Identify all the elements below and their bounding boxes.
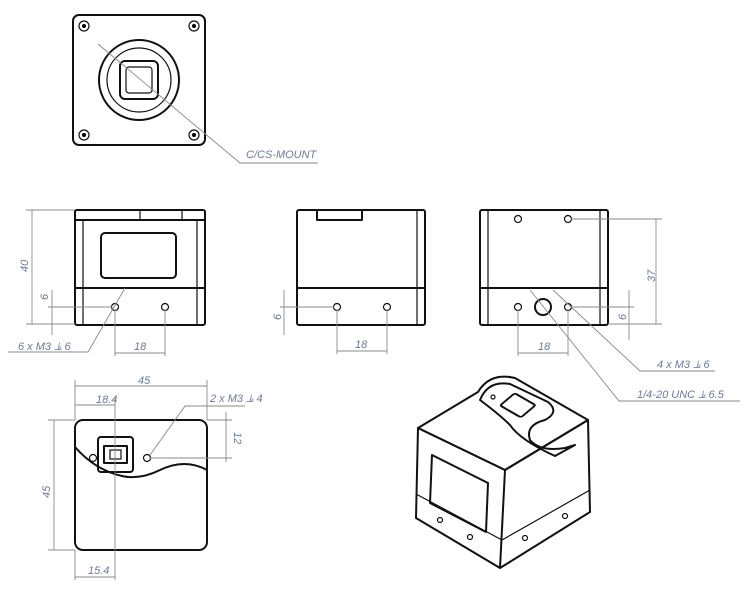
- bottom-usb-offset-dim: 18.4: [96, 394, 117, 406]
- screw-icon: [78, 20, 200, 141]
- rear-height-dim: 37: [646, 269, 658, 282]
- front-hole-offset-dim: 6: [39, 293, 51, 300]
- rear-holes-label: 4 x M3 ⫡ 6: [657, 359, 710, 371]
- front-spacing-dim: 18: [134, 341, 147, 353]
- front-view: 40 6 6 x M3 ⫡ 6 18: [8, 209, 206, 356]
- bottom-holes-label: 2 x M3 ⫡ 4: [209, 393, 263, 405]
- tripod-thread-label: 1/4-20 UNC ⫡ 6.5: [637, 389, 725, 401]
- side-hole-offset-dim: 6: [272, 313, 284, 320]
- mount-label: C/CS-MOUNT: [246, 149, 318, 161]
- rear-view: 37 6 18 4 x M3 ⫡ 6 1/4-20 UNC ⫡ 6.5: [479, 209, 740, 402]
- bottom-hole-offset-dim: 12: [231, 432, 243, 444]
- top-view: C/CS-MOUNT: [72, 14, 318, 164]
- bottom-usb-offset-low-dim: 15.4: [88, 565, 109, 577]
- side-spacing-dim: 18: [355, 339, 368, 351]
- bottom-view: 45 18.4 2 x M3 ⫡ 4 12 45 15.4: [41, 375, 263, 580]
- bottom-width-dim: 45: [138, 375, 151, 387]
- side-view: 6 18: [272, 209, 426, 354]
- rear-spacing-dim: 18: [538, 341, 551, 353]
- front-height-dim: 40: [19, 259, 31, 272]
- bottom-depth-dim: 45: [41, 485, 53, 498]
- rear-hole-offset-dim: 6: [617, 313, 629, 320]
- front-holes-label: 6 x M3 ⫡ 6: [18, 341, 71, 353]
- isometric-view: [415, 375, 591, 569]
